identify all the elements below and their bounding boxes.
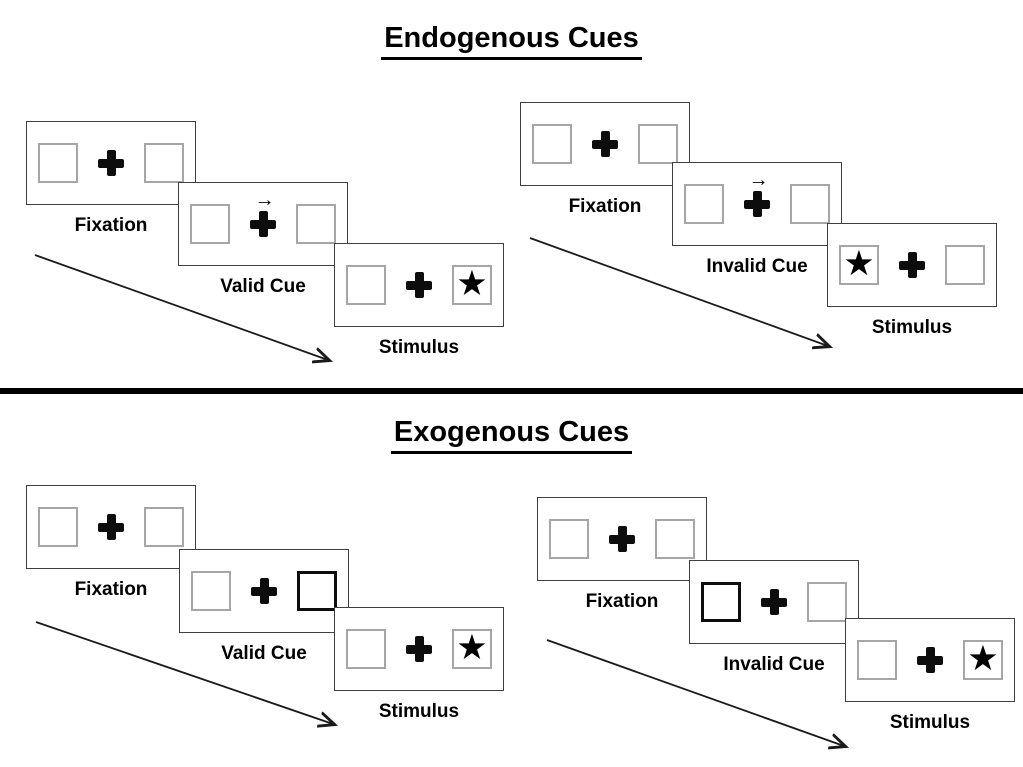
fixation-screen: [26, 121, 196, 205]
star-stimulus-box: ★: [452, 265, 492, 305]
fixation-cross-wrap: [250, 577, 278, 605]
fixation-cross-wrap: →: [249, 190, 277, 238]
endogenous-valid-stimulus-panel: ★ Stimulus: [334, 243, 504, 359]
endogenous-valid-cue-panel: → Valid Cue: [178, 182, 348, 298]
fixation-cross-wrap: [97, 513, 125, 541]
panel-label: Fixation: [585, 591, 659, 612]
star-stimulus-box: ★: [452, 629, 492, 669]
fixation-cross-icon: [743, 190, 771, 218]
fixation-cross-wrap: [405, 271, 433, 299]
fixation-cross-wrap: [405, 635, 433, 663]
left-placeholder-box: [190, 204, 230, 244]
fixation-cross-icon: [250, 577, 278, 605]
right-placeholder-box: [638, 124, 678, 164]
fixation-cross-wrap: [898, 251, 926, 279]
right-placeholder-box: [296, 204, 336, 244]
fixation-cross-icon: [608, 525, 636, 553]
fixation-screen: [537, 497, 707, 581]
endogenous-valid-fixation-panel: Fixation: [26, 121, 196, 237]
cue-screen: →: [178, 182, 348, 266]
left-placeholder-box: [684, 184, 724, 224]
panel-label: Stimulus: [889, 712, 971, 733]
endogenous-title-text: Endogenous Cues: [381, 22, 642, 61]
cue-screen: [689, 560, 859, 644]
endogenous-invalid-stimulus-panel: ★ Stimulus: [827, 223, 997, 339]
fixation-cross-icon: [898, 251, 926, 279]
panel-label: Fixation: [74, 215, 148, 236]
exogenous-valid-stimulus-panel: ★ Stimulus: [334, 607, 504, 723]
section-divider: [0, 388, 1023, 394]
exogenous-section-title: Exogenous Cues: [0, 416, 1023, 455]
endogenous-invalid-cue-panel: → Invalid Cue: [672, 162, 842, 278]
fixation-cross-wrap: [916, 646, 944, 674]
exogenous-valid-cue-panel: Valid Cue: [179, 549, 349, 665]
fixation-cross-wrap: [760, 588, 788, 616]
stimulus-screen: ★: [334, 607, 504, 691]
timeline-arrow: [34, 254, 338, 368]
timeline-arrow: [35, 621, 341, 731]
fixation-cross-wrap: [97, 149, 125, 177]
right-placeholder-box: [945, 245, 985, 285]
stimulus-screen: ★: [845, 618, 1015, 702]
fixation-cross-icon: [760, 588, 788, 616]
endogenous-invalid-fixation-panel: Fixation: [520, 102, 690, 218]
timeline-arrow: [546, 639, 852, 753]
fixation-cross-icon: [916, 646, 944, 674]
exogenous-valid-fixation-panel: Fixation: [26, 485, 196, 601]
fixation-screen: [26, 485, 196, 569]
left-placeholder-box: [346, 629, 386, 669]
fixation-cross-icon: [591, 130, 619, 158]
right-placeholder-box: [144, 507, 184, 547]
right-arrow-cue-icon: →: [748, 169, 769, 191]
exogenous-invalid-fixation-panel: Fixation: [537, 497, 707, 613]
endogenous-section-title: Endogenous Cues: [0, 22, 1023, 61]
panel-label: Invalid Cue: [723, 654, 825, 675]
panel-label: Valid Cue: [220, 276, 306, 297]
fixation-cross-icon: [249, 210, 277, 238]
cue-screen: →: [672, 162, 842, 246]
panel-label: Stimulus: [378, 701, 460, 722]
fixation-cross-wrap: [591, 130, 619, 158]
left-placeholder-box: [549, 519, 589, 559]
cue-screen: [179, 549, 349, 633]
fixation-cross-icon: [97, 513, 125, 541]
star-stimulus-box: ★: [963, 640, 1003, 680]
highlighted-cue-box: [701, 582, 741, 622]
exogenous-invalid-stimulus-panel: ★ Stimulus: [845, 618, 1015, 734]
fixation-cross-wrap: [608, 525, 636, 553]
panel-label: Invalid Cue: [706, 256, 808, 277]
star-stimulus-box: ★: [839, 245, 879, 285]
panel-label: Stimulus: [871, 317, 953, 338]
panel-label: Stimulus: [378, 337, 460, 358]
fixation-screen: [520, 102, 690, 186]
fixation-cross-wrap: →: [743, 170, 771, 218]
left-placeholder-box: [38, 143, 78, 183]
panel-label: Fixation: [74, 579, 148, 600]
left-placeholder-box: [346, 265, 386, 305]
panel-label: Valid Cue: [221, 643, 307, 664]
left-placeholder-box: [857, 640, 897, 680]
fixation-cross-icon: [97, 149, 125, 177]
timeline-arrow: [529, 237, 837, 353]
stimulus-screen: ★: [827, 223, 997, 307]
exogenous-invalid-cue-panel: Invalid Cue: [689, 560, 859, 676]
panel-label: Fixation: [568, 196, 642, 217]
left-placeholder-box: [191, 571, 231, 611]
highlighted-cue-box: [297, 571, 337, 611]
left-placeholder-box: [532, 124, 572, 164]
right-placeholder-box: [790, 184, 830, 224]
fixation-cross-icon: [405, 635, 433, 663]
right-placeholder-box: [655, 519, 695, 559]
exogenous-title-text: Exogenous Cues: [390, 416, 633, 455]
stimulus-screen: ★: [334, 243, 504, 327]
right-arrow-cue-icon: →: [254, 189, 275, 211]
fixation-cross-icon: [405, 271, 433, 299]
left-placeholder-box: [38, 507, 78, 547]
right-placeholder-box: [807, 582, 847, 622]
right-placeholder-box: [144, 143, 184, 183]
